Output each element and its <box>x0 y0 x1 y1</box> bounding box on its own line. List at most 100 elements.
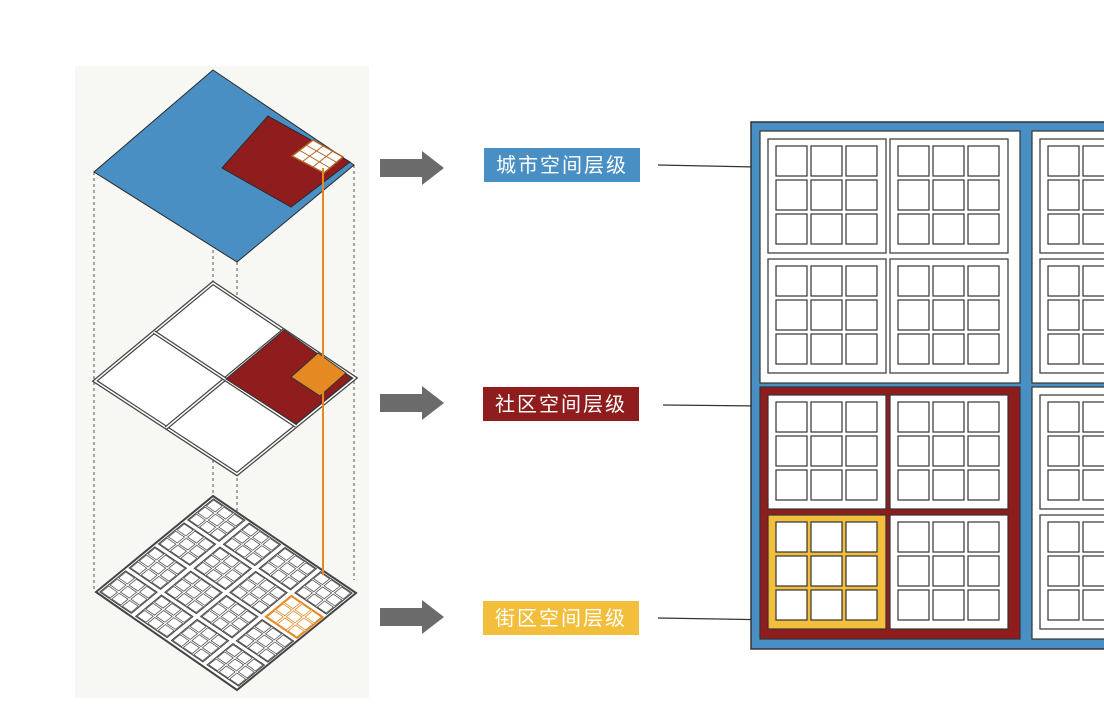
parcel-iso <box>275 603 293 617</box>
parcel <box>932 521 965 553</box>
parcel <box>810 265 843 297</box>
parcel-iso <box>268 555 286 568</box>
parcel-iso <box>149 561 167 575</box>
parcel-iso <box>226 513 244 527</box>
parcel-iso <box>214 562 232 575</box>
parcel <box>845 589 878 621</box>
parcel-iso <box>266 641 285 655</box>
parcel-iso <box>199 520 217 534</box>
block-level-label: 街区空间层级 <box>483 601 639 635</box>
parcel-iso <box>237 665 255 679</box>
parcel <box>845 213 878 245</box>
parcel-iso <box>275 634 293 648</box>
parcel-iso <box>304 610 322 624</box>
parcel-iso <box>195 561 213 575</box>
parcel-iso <box>111 592 129 606</box>
parcel <box>845 435 878 467</box>
parcel <box>897 555 930 587</box>
parcel-iso <box>216 506 234 520</box>
parcel-iso <box>199 627 218 640</box>
parcel-iso <box>203 554 221 568</box>
parcel-iso <box>232 530 251 544</box>
parcel-iso <box>138 554 156 568</box>
parcel-iso <box>182 571 201 585</box>
parcel-iso <box>147 547 165 561</box>
parcel <box>897 589 930 621</box>
parcel <box>1082 265 1104 297</box>
parcel-iso <box>212 547 230 561</box>
parcel-iso <box>220 610 238 623</box>
block <box>1039 394 1104 510</box>
parcel <box>932 333 965 365</box>
parcel-iso <box>216 576 234 589</box>
parcel-iso <box>268 586 287 600</box>
parcel-iso <box>218 520 236 534</box>
parcel <box>1047 555 1080 587</box>
parcel-iso <box>109 578 127 592</box>
parcel <box>897 213 930 245</box>
parcel-iso <box>145 602 163 616</box>
parcel <box>897 299 930 331</box>
parcel-iso <box>241 593 259 607</box>
parcel-iso <box>312 572 331 586</box>
parcel <box>897 469 930 501</box>
parcel <box>775 145 808 177</box>
parcel <box>967 179 1000 211</box>
parcel <box>775 265 808 297</box>
parcel-iso <box>168 561 186 575</box>
parcel-iso <box>174 610 192 623</box>
parcel-iso <box>222 554 240 568</box>
parcel-iso <box>294 603 312 617</box>
parcel <box>775 435 808 467</box>
parcel <box>897 333 930 365</box>
parcel <box>1082 333 1104 365</box>
parcel <box>845 401 878 433</box>
parcel <box>967 555 1000 587</box>
parcel <box>1047 213 1080 245</box>
parcel-iso <box>235 651 253 665</box>
parcel <box>845 333 878 365</box>
parcel-iso <box>262 537 280 551</box>
parcel <box>1082 401 1104 433</box>
parcel <box>967 213 1000 245</box>
parcel <box>775 179 808 211</box>
parcel <box>967 521 1000 553</box>
parcel <box>810 589 843 621</box>
parcel <box>775 401 808 433</box>
parcel-iso <box>247 641 266 655</box>
parcel-iso <box>195 593 213 606</box>
parcel-iso <box>193 578 211 592</box>
parcel <box>845 521 878 553</box>
parcel-iso <box>117 571 136 585</box>
block <box>1039 138 1104 254</box>
parcel-iso <box>159 537 177 551</box>
parcel-iso <box>283 596 301 610</box>
parcel <box>1047 333 1080 365</box>
parcel-iso <box>249 586 268 599</box>
parcel-iso <box>264 627 283 641</box>
parcel-iso <box>314 586 333 600</box>
parcel <box>897 265 930 297</box>
parcel-iso <box>245 552 263 565</box>
parcel-iso <box>188 544 207 558</box>
parcel-iso <box>182 641 201 655</box>
block-region-grid <box>298 144 337 169</box>
parcel-iso <box>325 593 343 607</box>
parcel-iso <box>207 513 225 527</box>
grid-plan-diagram <box>750 121 1104 650</box>
parcel-iso <box>205 569 223 582</box>
parcel <box>845 469 878 501</box>
community-layer <box>91 280 359 477</box>
parcel-iso <box>266 610 284 624</box>
parcel-iso <box>287 624 305 638</box>
parcel-iso <box>258 648 276 662</box>
parcel-iso <box>136 609 154 623</box>
parcel-iso <box>157 554 175 568</box>
right-arrow-icon <box>380 600 444 634</box>
block <box>767 394 887 510</box>
parcel <box>897 521 930 553</box>
block <box>889 514 1009 630</box>
parcel <box>845 299 878 331</box>
community-bottom-right <box>1031 386 1104 640</box>
